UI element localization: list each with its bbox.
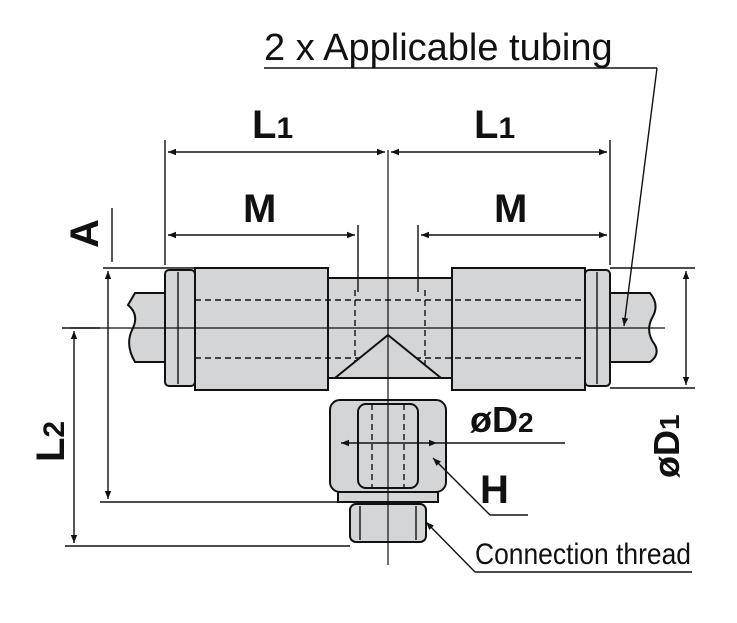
d2-label: øD2: [470, 399, 534, 440]
l1-right-label: L1: [474, 103, 515, 147]
tubing-note: 2 x Applicable tubing: [264, 27, 613, 69]
h-label: H: [480, 468, 509, 512]
l1-left-label: L1: [252, 103, 293, 147]
left-body: [194, 267, 329, 391]
m-left-label: M: [243, 187, 276, 231]
right-body: [451, 267, 586, 391]
a-label: A: [63, 219, 107, 248]
m-right-label: M: [494, 187, 527, 231]
connection-thread-label: Connection thread: [475, 538, 691, 571]
d1-label: øD1: [646, 414, 687, 478]
l2-label: L2: [29, 421, 73, 462]
